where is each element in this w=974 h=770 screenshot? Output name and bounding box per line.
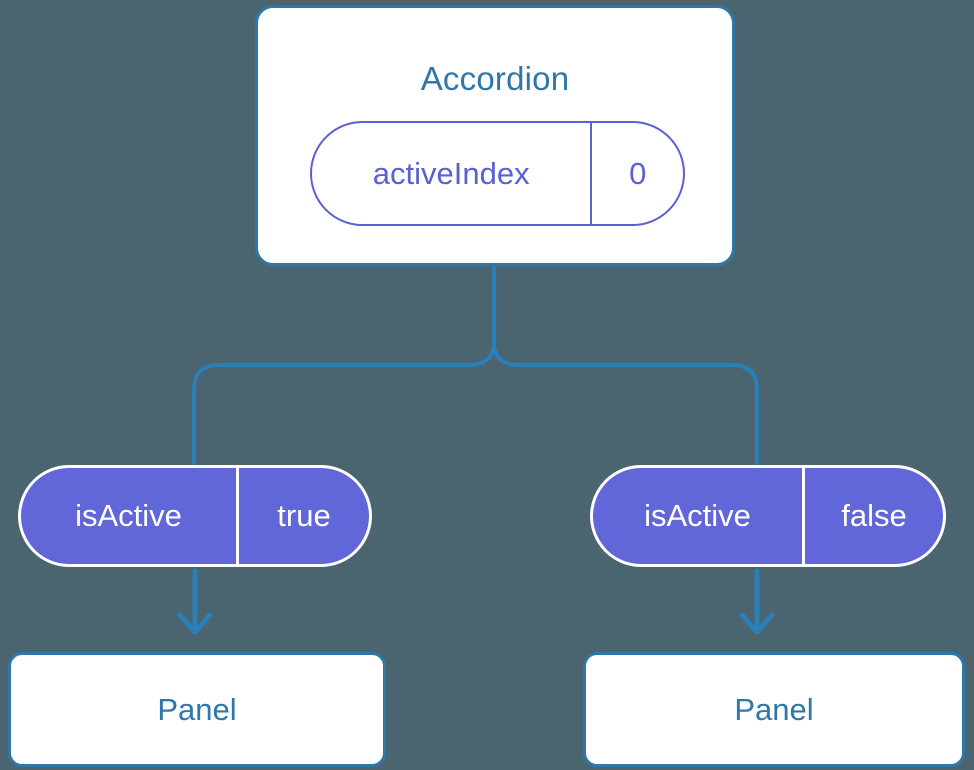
connector-fork (192, 346, 759, 465)
panel-component-card-right[interactable]: Panel (583, 652, 965, 767)
state-pill-active-index[interactable]: activeIndex 0 (310, 121, 685, 226)
state-pill-key: activeIndex (312, 123, 593, 224)
arrow-left-pill-to-panel (177, 568, 213, 635)
arrow-right-pill-to-panel (739, 568, 775, 635)
prop-pill-is-active-true[interactable]: isActive true (18, 465, 372, 567)
prop-pill-key: isActive (21, 468, 239, 564)
prop-pill-value: true (277, 498, 331, 533)
panel-title: Panel (157, 691, 237, 727)
panel-component-card-left[interactable]: Panel (8, 652, 386, 767)
accordion-title: Accordion (420, 60, 570, 97)
state-pill-value: 0 (629, 155, 647, 191)
prop-pill-value: false (841, 498, 907, 533)
prop-pill-is-active-false[interactable]: isActive false (590, 465, 946, 567)
prop-pill-key: isActive (593, 468, 805, 564)
panel-title: Panel (734, 691, 814, 727)
accordion-component-card[interactable]: Accordion activeIndex 0 (255, 5, 735, 266)
